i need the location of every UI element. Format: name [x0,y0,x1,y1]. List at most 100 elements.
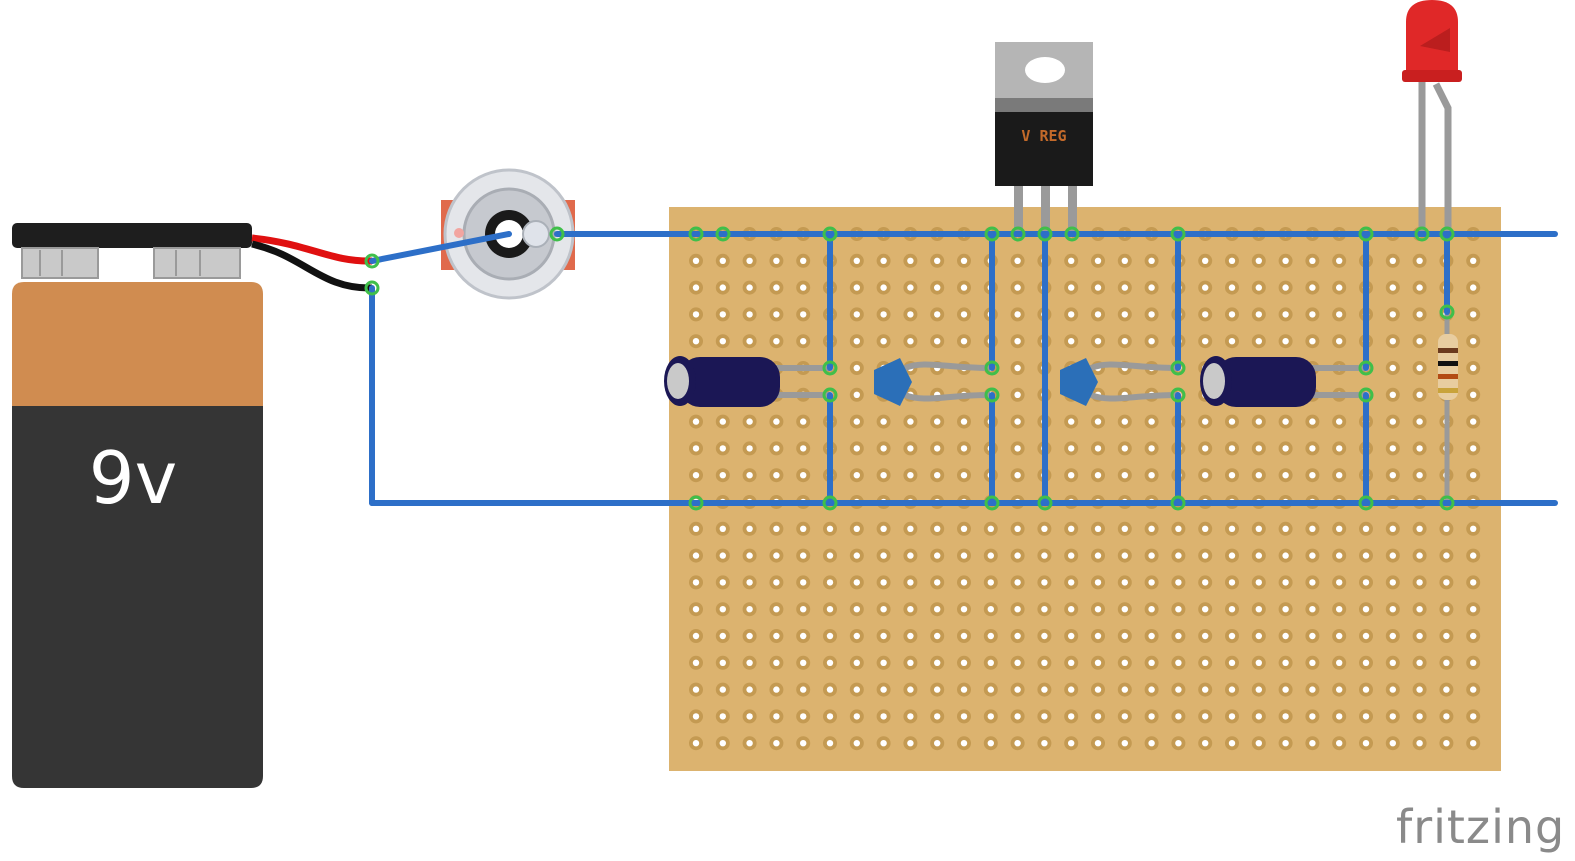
hole [1309,472,1316,479]
hole [746,311,753,318]
hole [1014,338,1021,345]
hole [746,713,753,720]
hole [719,606,726,613]
hole [1094,579,1102,586]
hole [1443,552,1450,559]
hole [1068,606,1075,613]
hole [1202,659,1209,666]
hole [1282,472,1289,479]
hole [853,552,860,559]
hole [692,472,700,479]
hole [1068,579,1075,586]
hole [1416,686,1423,693]
connection-point [1037,495,1053,511]
hole [1014,579,1021,586]
hole [800,579,807,586]
hole [1255,418,1263,425]
hole [1470,686,1477,693]
hole [1202,525,1209,532]
hole [1121,338,1129,345]
hole [1282,686,1289,693]
voltage-regulator: V REG [995,42,1093,234]
hole [1068,686,1075,693]
hole [1148,257,1155,264]
hole [1255,713,1263,720]
hole [1255,579,1263,586]
hole [1389,525,1397,532]
hole [1148,659,1155,666]
hole [800,311,807,318]
hole [1014,472,1021,479]
hole [1014,659,1021,666]
hole [692,659,700,666]
hole [1255,284,1263,291]
hole [719,659,726,666]
hole [1014,552,1021,559]
hole [1336,579,1343,586]
hole [1068,632,1075,640]
hole [692,445,700,452]
hole [1309,338,1316,345]
hole [1416,579,1423,586]
hole [1443,740,1450,747]
hole [1228,338,1236,345]
hole [826,740,834,747]
hole [880,606,887,613]
hole [1389,579,1397,586]
hole [1121,713,1129,720]
hole [880,686,887,693]
hole [1228,632,1236,640]
hole [907,257,914,264]
hole [1228,713,1236,720]
hole [773,284,780,291]
hole [1282,311,1289,318]
hole [934,606,941,613]
hole [1228,659,1236,666]
hole [934,579,941,586]
hole [746,257,753,264]
battery-black-lead [251,240,373,292]
hole [1068,257,1075,264]
hole [960,338,968,345]
hole [934,418,941,425]
hole [1362,686,1370,693]
hole [1121,686,1129,693]
hole [907,632,914,640]
hole [1255,740,1263,747]
hole [1389,686,1397,693]
hole [1228,311,1236,318]
hole [800,284,807,291]
connection-point [1010,226,1026,242]
hole [1389,552,1397,559]
hole [907,445,914,452]
hole [853,391,860,398]
hole [719,579,726,586]
hole [1470,472,1477,479]
hole [960,713,968,720]
hole [1443,525,1450,532]
hole [800,686,807,693]
connection-point [364,253,380,269]
hole [1282,579,1289,586]
hole [1228,418,1236,425]
hole [826,525,834,532]
connection-point [984,360,1000,376]
hole [773,659,780,666]
hole [692,284,700,291]
hole [1309,552,1316,559]
hole [1282,445,1289,452]
hole [1309,418,1316,425]
hole [1470,713,1477,720]
hole [1389,472,1397,479]
hole [692,338,700,345]
hole [934,552,941,559]
hole [719,713,726,720]
hole [1202,606,1209,613]
hole [1336,740,1343,747]
hole [800,632,807,640]
hole [1148,445,1155,452]
hole [960,686,968,693]
hole [1014,713,1021,720]
hole [773,740,780,747]
hole [1068,445,1075,452]
